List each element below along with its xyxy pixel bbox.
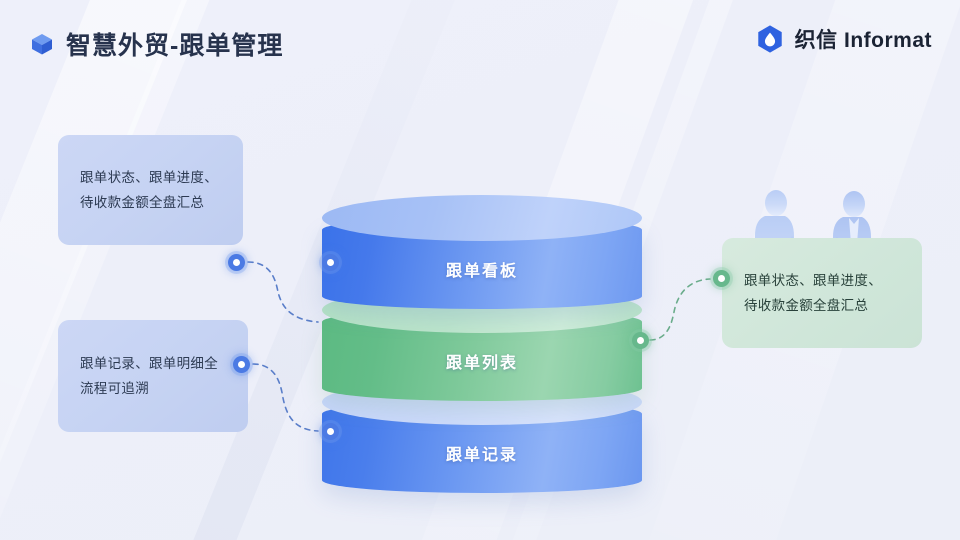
hexagon-droplet-logo-icon [757,25,782,53]
cylinder-top-face [322,195,642,241]
cube-icon [32,34,52,55]
connector-dot-cylinder-list[interactable] [632,332,649,349]
connector-dot-card-left-bottom[interactable] [233,356,250,373]
connector-dot-card-left-top[interactable] [228,254,245,271]
connector-dot-card-right[interactable] [713,270,730,287]
callout-line-1: 跟单状态、跟单进度、 [80,170,218,185]
connector-path-left-top [247,261,319,323]
callout-line-1: 跟单记录、跟单明细全 [80,356,218,371]
callout-card-left-bottom[interactable]: 跟单记录、跟单明细全 流程可追溯 [58,320,248,432]
title-group: 智慧外贸-跟单管理 [30,26,283,62]
callout-line-1: 跟单状态、跟单进度、 [744,273,882,288]
layered-cylinder-diagram: 跟单记录 跟单列表 跟单看板 [322,96,871,496]
cylinder-label-records: 跟单记录 [445,447,518,464]
cylinder-layer-dashboard[interactable]: 跟单看板 [322,195,642,313]
connector-path-left-bottom [252,363,319,432]
connector-dot-cylinder-dashboard[interactable] [322,254,339,271]
callout-card-right[interactable]: 跟单状态、跟单进度、 待收款金额全盘汇总 [722,238,922,348]
background-streak [0,0,237,540]
slide-header: 智慧外贸-跟单管理 织信 Informat [0,0,960,78]
callout-line-2: 流程可追溯 [80,381,149,396]
callout-card-left-top[interactable]: 跟单状态、跟单进度、 待收款金额全盘汇总 [58,135,243,245]
connector-path-right-middle [649,278,711,341]
cylinder-label-list: 跟单列表 [445,355,518,372]
callout-line-2: 待收款金额全盘汇总 [80,195,205,210]
connector-dot-cylinder-records[interactable] [322,423,339,440]
background-streak [0,0,269,540]
brand-logo-group: 织信 Informat [755,24,932,54]
callout-line-2: 待收款金额全盘汇总 [744,298,869,313]
cylinder-label-dashboard: 跟单看板 [445,263,518,280]
brand-name: 织信 Informat [794,29,932,52]
page-title: 智慧外贸-跟单管理 [66,32,284,60]
